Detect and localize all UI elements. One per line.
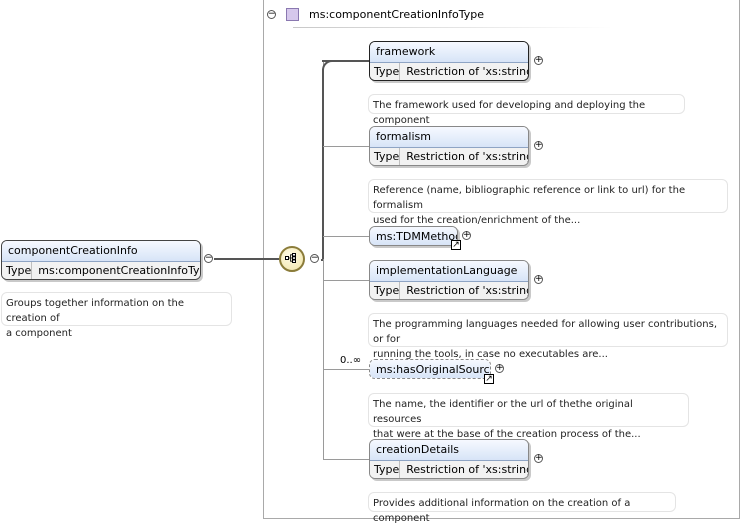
branch-framework bbox=[322, 60, 369, 62]
doc-line: Groups together information on the creat… bbox=[6, 298, 185, 324]
reference-arrow-icon: ↗ bbox=[484, 374, 494, 384]
doc-line: Provides additional information on the c… bbox=[373, 498, 631, 524]
element-name: framework bbox=[370, 42, 528, 63]
element-type-row: Type Restriction of 'xs:string' bbox=[370, 461, 529, 478]
connector-line bbox=[214, 258, 279, 260]
expand-icon[interactable]: + bbox=[462, 230, 471, 240]
branch-tdmmethod bbox=[323, 236, 369, 237]
root-type-label: Type bbox=[2, 262, 33, 279]
branch-hasoriginalsource bbox=[323, 369, 369, 370]
element-type-row: Type Restriction of 'xs:string' bbox=[370, 282, 529, 299]
doc-line: running the tools, in case no executable… bbox=[373, 349, 608, 360]
element-name: formalism bbox=[370, 127, 528, 148]
formalism-documentation: Reference (name, bibliographic reference… bbox=[368, 179, 728, 226]
element-framework[interactable]: framework Type Restriction of 'xs:string… bbox=[369, 41, 529, 81]
branch-formalism bbox=[323, 146, 369, 147]
expand-icon[interactable]: + bbox=[534, 140, 543, 150]
reference-arrow-icon: ↗ bbox=[451, 240, 461, 250]
element-name: implementationLanguage bbox=[370, 261, 528, 282]
element-name: ms:TDMMethod bbox=[370, 227, 457, 245]
complex-type-header-divider bbox=[293, 27, 613, 28]
doc-line: The programming languages needed for all… bbox=[373, 319, 717, 345]
type-value: Restriction of 'xs:string' bbox=[406, 65, 529, 78]
sequence-collapse-icon[interactable]: − bbox=[310, 253, 319, 263]
connector-line bbox=[321, 259, 324, 261]
root-type-value: ms:componentCreationInfoType bbox=[38, 264, 201, 277]
type-label: Type bbox=[370, 461, 401, 478]
branch-creationdetails bbox=[323, 459, 369, 460]
root-element[interactable]: componentCreationInfo Type ms:componentC… bbox=[1, 240, 201, 280]
doc-line: The name, the identifier or the url of t… bbox=[373, 399, 633, 425]
framework-documentation: The framework used for developing and de… bbox=[368, 94, 685, 126]
complex-type-icon bbox=[286, 8, 299, 21]
doc-line: Reference (name, bibliographic reference… bbox=[373, 185, 686, 211]
expand-icon[interactable]: + bbox=[495, 363, 504, 373]
branch-implementationlanguage bbox=[323, 280, 369, 281]
expand-icon[interactable]: + bbox=[534, 274, 543, 284]
tree-vertical-line bbox=[323, 61, 324, 459]
type-value: Restriction of 'xs:string' bbox=[406, 463, 529, 476]
creationdetails-documentation: Provides additional information on the c… bbox=[368, 492, 676, 524]
element-type-row: Type Restriction of 'xs:string' bbox=[370, 148, 529, 165]
doc-line: The framework used for developing and de… bbox=[373, 100, 646, 126]
element-hasoriginalsource[interactable]: ms:hasOriginalSource bbox=[369, 359, 491, 379]
expand-icon[interactable]: + bbox=[534, 453, 543, 463]
element-implementationlanguage[interactable]: implementationLanguage Type Restriction … bbox=[369, 260, 529, 300]
doc-line: that were at the base of the creation pr… bbox=[373, 429, 641, 440]
sequence-compositor[interactable] bbox=[279, 246, 305, 272]
element-formalism[interactable]: formalism Type Restriction of 'xs:string… bbox=[369, 126, 529, 166]
doc-line: a component bbox=[6, 328, 72, 339]
root-documentation: Groups together information on the creat… bbox=[1, 292, 232, 339]
element-name: creationDetails bbox=[370, 440, 528, 461]
doc-line: used for the creation/enrichment of the.… bbox=[373, 215, 581, 226]
hasoriginalsource-documentation: The name, the identifier or the url of t… bbox=[368, 393, 689, 440]
root-type-row: Type ms:componentCreationInfoType bbox=[2, 262, 201, 279]
element-type-row: Type Restriction of 'xs:string' bbox=[370, 63, 529, 80]
branch-corner bbox=[322, 60, 338, 76]
type-value: Restriction of 'xs:string' bbox=[406, 284, 529, 297]
sequence-icon bbox=[285, 253, 296, 263]
tree-active-line bbox=[322, 69, 324, 259]
type-value: Restriction of 'xs:string' bbox=[406, 150, 529, 163]
element-tdmmethod[interactable]: ms:TDMMethod bbox=[369, 226, 458, 246]
type-label: Type bbox=[370, 63, 401, 80]
type-label: Type bbox=[370, 282, 401, 299]
root-element-name: componentCreationInfo bbox=[2, 241, 200, 262]
cardinality-label: 0..∞ bbox=[340, 355, 362, 366]
complex-type-name: ms:componentCreationInfoType bbox=[309, 8, 485, 21]
expand-icon[interactable]: + bbox=[534, 55, 543, 65]
root-collapse-icon[interactable]: − bbox=[204, 253, 213, 263]
implementationlanguage-documentation: The programming languages needed for all… bbox=[368, 313, 728, 360]
element-name: ms:hasOriginalSource bbox=[370, 360, 490, 378]
element-creationdetails[interactable]: creationDetails Type Restriction of 'xs:… bbox=[369, 439, 529, 479]
collapse-icon[interactable]: − bbox=[267, 9, 276, 19]
type-label: Type bbox=[370, 148, 401, 165]
